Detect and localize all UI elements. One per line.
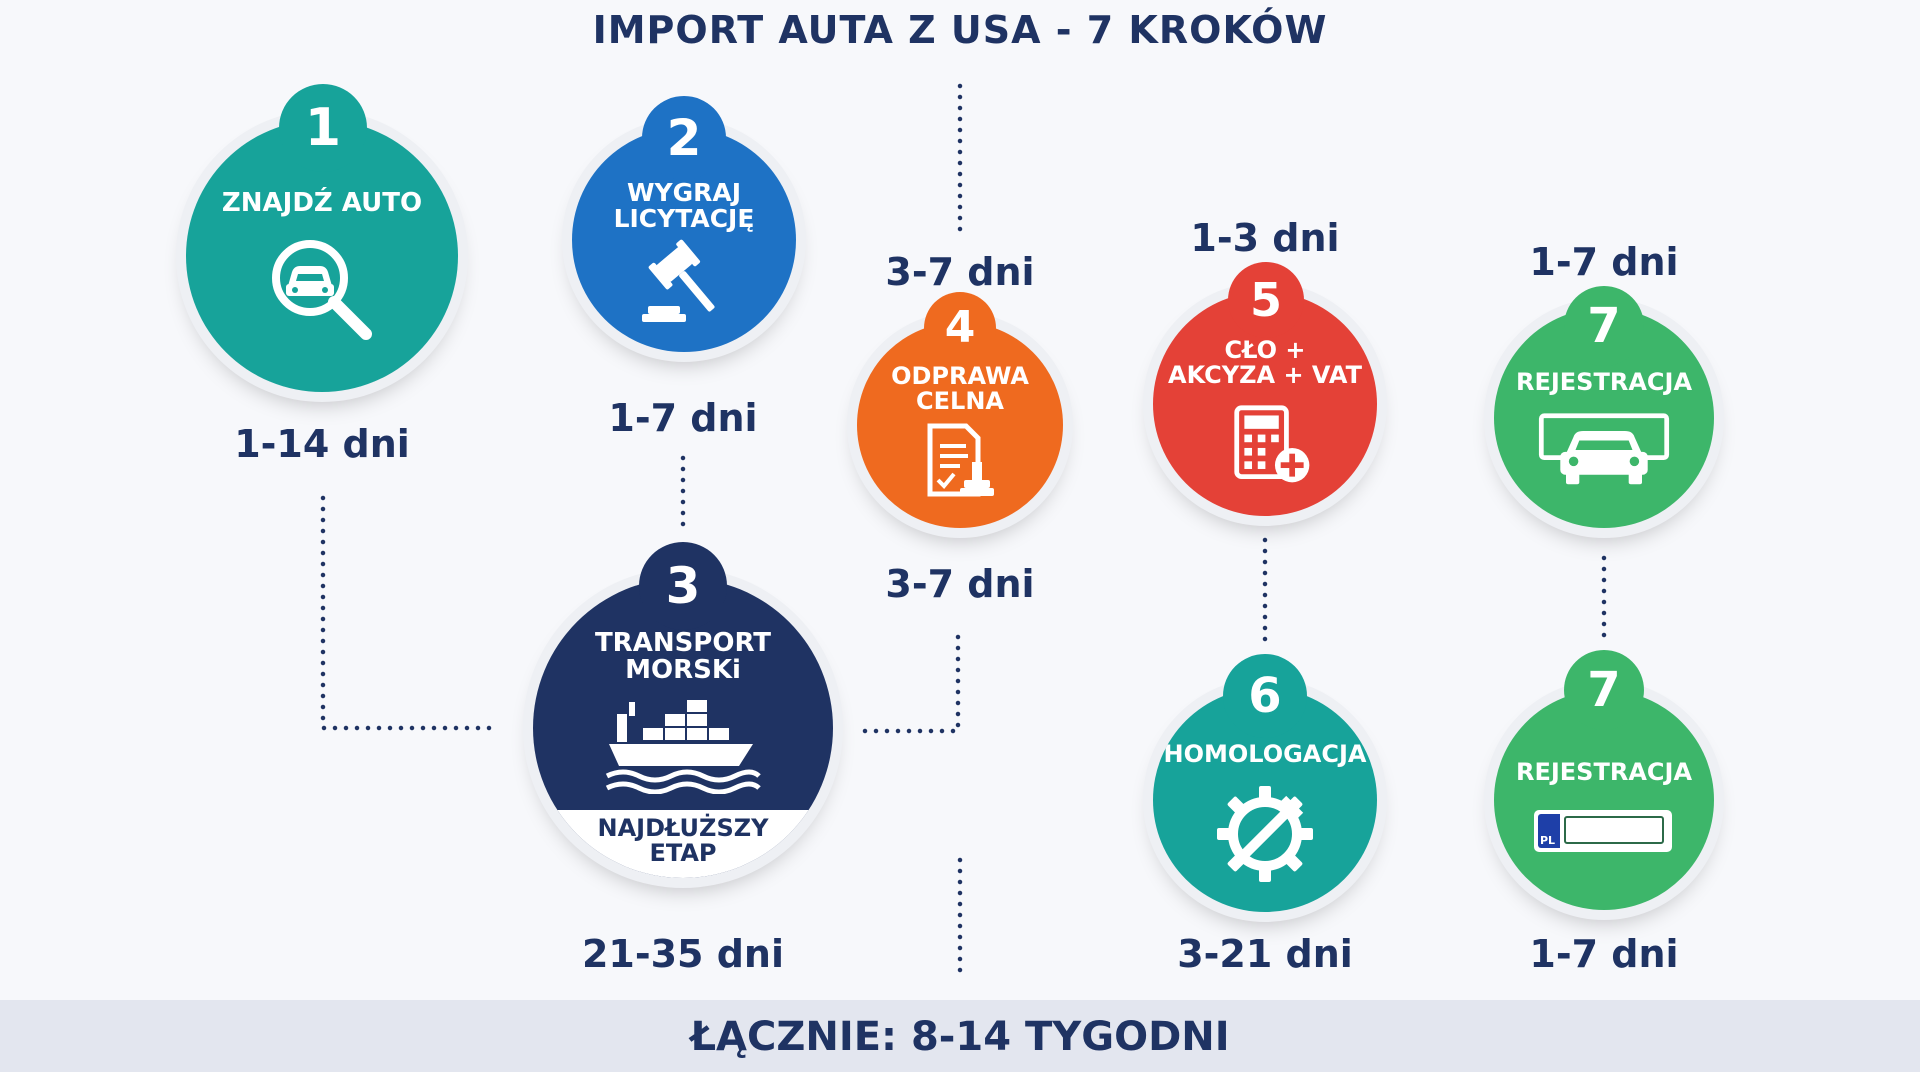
step-4-duration-top: 3-7 dni bbox=[885, 250, 1035, 294]
car-search-icon bbox=[272, 240, 372, 340]
footer-band bbox=[0, 1000, 1920, 1072]
plate-inner-border bbox=[1564, 816, 1664, 844]
step-7-badge: 7 bbox=[1564, 286, 1644, 366]
calculator-icon bbox=[1234, 405, 1310, 483]
step-7b-label: REJESTRACJA bbox=[1515, 758, 1693, 786]
gavel-icon bbox=[642, 239, 715, 322]
step-3-label: TRANSPORT MORSKi bbox=[594, 628, 772, 686]
step-6-duration: 3-21 dni bbox=[1177, 932, 1353, 976]
step-4-badge: 4 bbox=[924, 292, 996, 364]
customs-document-icon bbox=[927, 423, 994, 497]
step-5-duration: 1-3 dni bbox=[1190, 216, 1340, 260]
step-3-duration: 21-35 dni bbox=[581, 932, 785, 976]
step-3-badge: 3 bbox=[639, 542, 727, 630]
connector-step1-step3 bbox=[320, 495, 503, 731]
plate-eu-band: PL bbox=[1538, 814, 1560, 848]
step-3-note-band bbox=[533, 810, 833, 878]
step-1-duration: 1-14 dni bbox=[234, 422, 410, 466]
license-plate-icon: PL bbox=[1534, 810, 1672, 852]
step-2-duration: 1-7 dni bbox=[608, 396, 758, 440]
cargo-ship-icon bbox=[605, 700, 761, 794]
step-3-note: NAJDŁUŻSZY ETAP bbox=[597, 814, 769, 868]
step-5-badge: 5 bbox=[1228, 262, 1304, 338]
connector-step3-step4 bbox=[862, 630, 961, 734]
step-6-label: HOMOLOGACJA bbox=[1163, 740, 1367, 768]
step-7-label: REJESTRACJA bbox=[1515, 368, 1693, 396]
step-4-duration-bottom: 3-7 dni bbox=[885, 562, 1035, 606]
step-5-circle: CŁO + AKCYZA + VAT bbox=[1153, 292, 1377, 516]
car-garage-icon bbox=[1538, 413, 1670, 485]
step-1-label: ZNAJDŹ AUTO bbox=[221, 188, 423, 218]
step-4-label: ODPRAWA CELNA bbox=[891, 362, 1029, 416]
step-7b-badge: 7 bbox=[1564, 650, 1644, 730]
page-title: IMPORT AUTA Z USA - 7 KROKÓW bbox=[592, 8, 1328, 52]
plate-country-code: PL bbox=[1540, 834, 1556, 847]
wrench-gear-icon bbox=[1217, 786, 1313, 882]
step-7b-duration: 1-7 dni bbox=[1529, 932, 1679, 976]
step-2-label: WYGRAJ LICYTACJĘ bbox=[613, 178, 755, 234]
step-1-badge: 1 bbox=[279, 84, 367, 172]
total-duration: ŁĄCZNIE: 8-14 TYGODNI bbox=[690, 1014, 1230, 1060]
step-6-badge: 6 bbox=[1223, 654, 1307, 738]
step-5-label: CŁO + AKCYZA + VAT bbox=[1168, 336, 1362, 390]
step-2-badge: 2 bbox=[642, 96, 726, 180]
step-7-duration: 1-7 dni bbox=[1529, 240, 1679, 284]
